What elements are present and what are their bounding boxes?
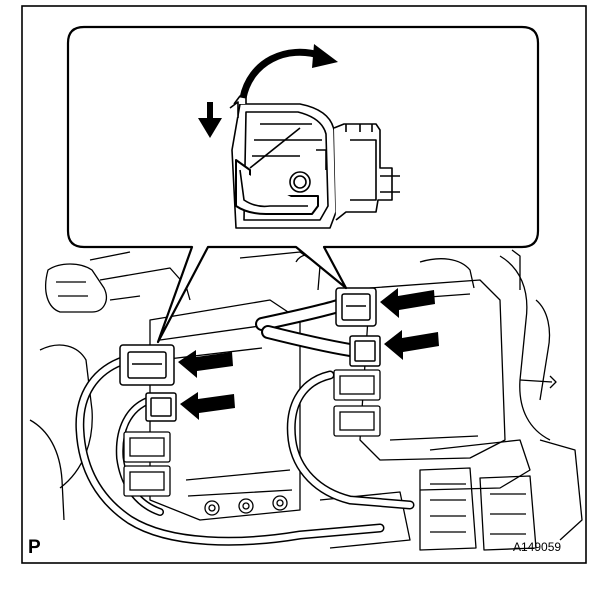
wire-harnesses [75, 299, 415, 546]
figure-border [21, 5, 587, 564]
push-down-arrow-icon [198, 102, 222, 138]
connector-stack-left [123, 431, 171, 497]
corner-letter: P [28, 537, 41, 558]
connector-lower-right [349, 335, 381, 367]
connector-housing-closeup [229, 95, 400, 229]
connector-upper-right [335, 287, 377, 327]
rotate-arrow-icon [239, 44, 338, 99]
connector-stack-right [333, 369, 381, 437]
connector-upper-left [119, 344, 175, 386]
pointer-arrow-icon [178, 288, 439, 420]
connector-lower-left [145, 392, 177, 422]
figure-code: A149059 [513, 540, 562, 554]
